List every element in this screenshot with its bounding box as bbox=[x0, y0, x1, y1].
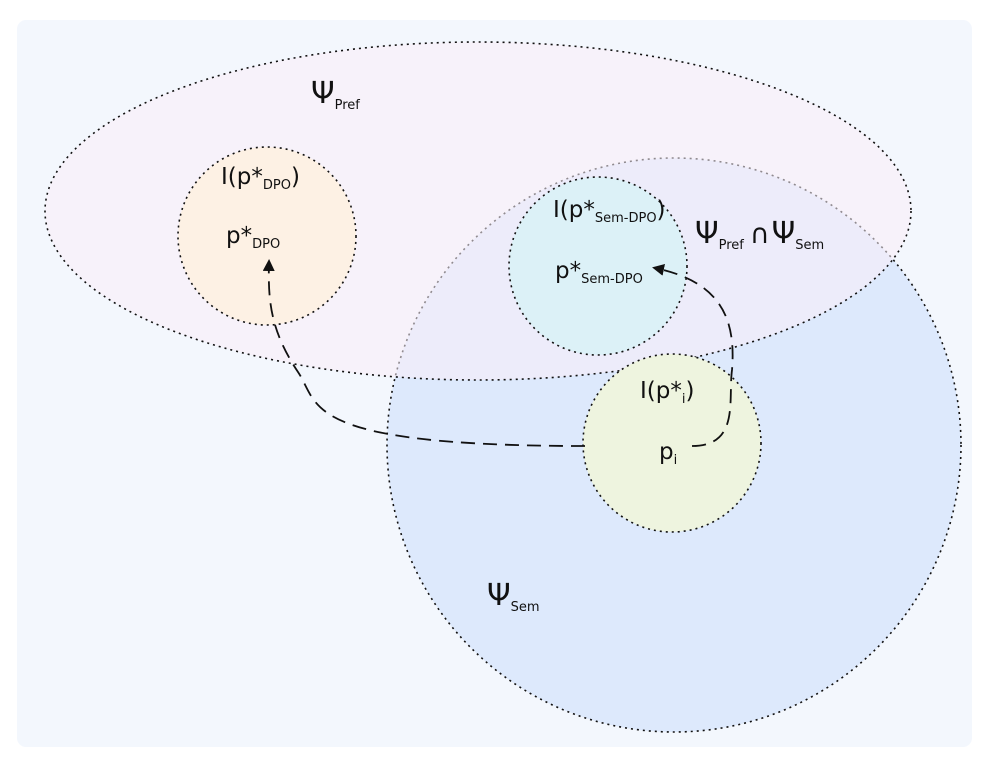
psi-pref-ellipse bbox=[44, 41, 912, 381]
psi-sem-label: ΨSem bbox=[487, 578, 540, 615]
arrow-pi-to-sem-dpo bbox=[652, 263, 734, 447]
sem-dpo-interval-circle bbox=[508, 176, 688, 356]
pi-interval-circle bbox=[582, 353, 762, 533]
dpo-interval-circle bbox=[177, 146, 357, 326]
dpo-interval-label: I(p*DPO) bbox=[221, 164, 300, 193]
intersection-label: ΨPref∩ΨSem bbox=[695, 216, 824, 253]
pi-point-label: pi bbox=[659, 439, 677, 468]
pi-interval-label: I(p*i) bbox=[640, 378, 694, 407]
sem-dpo-interval-label: I(p*Sem-DPO) bbox=[553, 197, 666, 226]
sem-dpo-point-label: p*Sem-DPO bbox=[555, 258, 643, 287]
psi-pref-label: ΨPref bbox=[311, 76, 360, 113]
dpo-point-label: p*DPO bbox=[226, 223, 280, 252]
arrow-pi-to-dpo bbox=[262, 259, 586, 447]
